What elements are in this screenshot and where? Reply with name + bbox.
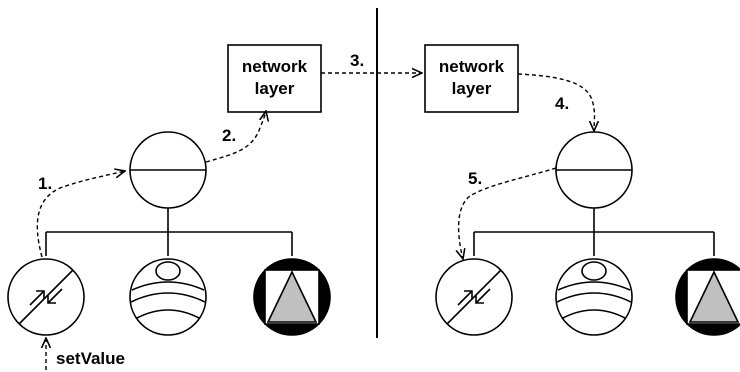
- right-group-node: [555, 131, 633, 209]
- step-4-label: 4.: [555, 94, 569, 113]
- left-sphere-node: [129, 258, 207, 336]
- right-arrow-step-4: [517, 73, 595, 131]
- left-cone-node: [253, 258, 331, 336]
- left-transform-node: [7, 258, 85, 336]
- left-tree-edges: [45, 208, 293, 256]
- right-scene: network layer: [424, 44, 740, 336]
- right-arrow-step-5: [459, 167, 557, 259]
- left-arrow-step-2: [205, 111, 266, 163]
- setvalue-label: setValue: [56, 349, 125, 368]
- right-sphere-node: [555, 258, 633, 336]
- right-network-label-line2: layer: [452, 79, 492, 98]
- step-1-label: 1.: [38, 174, 52, 193]
- right-tree-edges: [473, 208, 715, 256]
- step-3-label: 3.: [350, 51, 364, 70]
- step-5-label: 5.: [468, 169, 482, 188]
- left-network-label-line2: layer: [255, 79, 295, 98]
- left-network-label-line1: network: [242, 57, 308, 76]
- step-2-label: 2.: [222, 126, 236, 145]
- right-transform-node: [435, 258, 513, 336]
- left-scene: network layer: [7, 44, 331, 370]
- right-network-layer-box: network layer: [424, 44, 519, 113]
- left-group-node: [129, 131, 207, 209]
- left-arrow-step-1: [36, 171, 125, 258]
- right-network-label-line1: network: [439, 57, 505, 76]
- right-cone-node: [675, 258, 740, 336]
- left-network-layer-box: network layer: [227, 44, 322, 113]
